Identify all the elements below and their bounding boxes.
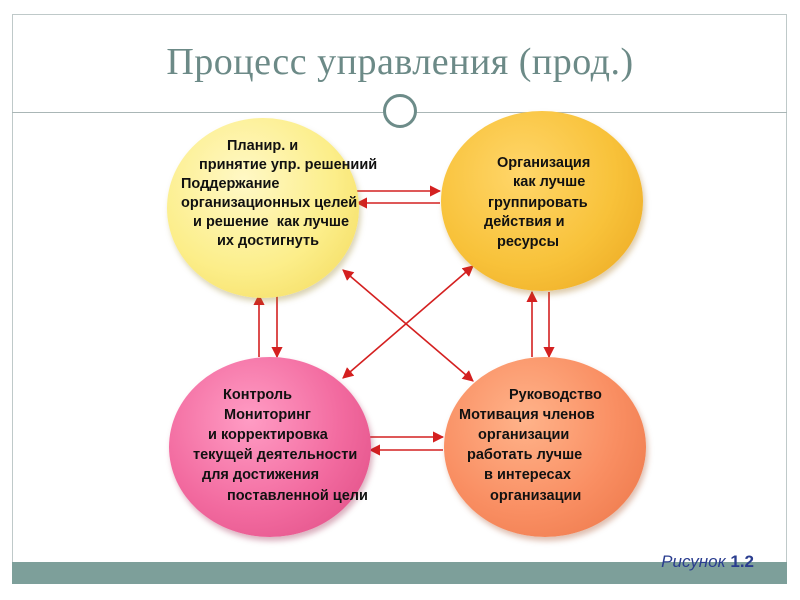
leading-line-1: Руководство — [509, 387, 602, 403]
planning-line-2: принятие упр. решениий — [199, 157, 378, 173]
controlling-line-2: Мониторинг — [224, 407, 311, 423]
planning-line-1: Планир. и — [227, 138, 299, 154]
planning-line-3: Поддержание — [181, 176, 280, 192]
organizing-line-3: группировать — [488, 195, 588, 211]
circle-leading — [444, 357, 646, 537]
arrow-diagonal-org-ctrl — [342, 265, 474, 379]
leading-line-5: в интересах — [484, 467, 571, 483]
organizing-line-2: как лучше — [513, 174, 586, 190]
figure-number: 1.2 — [730, 552, 754, 571]
organizing-line-5: ресурсы — [497, 234, 559, 250]
leading-line-4: работать лучше — [467, 447, 583, 463]
planning-line-6: их достигнуть — [217, 233, 320, 249]
controlling-line-5: для достижения — [202, 467, 320, 483]
controlling-line-1: Контроль — [223, 387, 293, 403]
slide-frame-right — [786, 14, 787, 562]
controlling-line-3: и корректировка — [208, 427, 328, 443]
organizing-line-1: Организация — [497, 155, 591, 171]
figure-caption: Рисунок 1.2 — [661, 552, 754, 572]
slide-frame-top — [12, 14, 787, 15]
circle-organizing — [441, 111, 643, 291]
controlling-line-6: поставленной цели — [227, 488, 368, 504]
leading-line-6: организации — [490, 488, 582, 504]
ring-icon — [383, 94, 417, 128]
leading-line-3: организации — [478, 427, 570, 443]
figure-label-text: Рисунок — [661, 552, 726, 571]
arrow-diagonal-plan-lead — [342, 269, 474, 382]
slide-frame-left — [12, 14, 13, 562]
planning-line-5: и решение как лучше — [193, 214, 350, 230]
circle-planning — [167, 118, 359, 298]
circle-controlling — [169, 357, 371, 537]
bottom-band — [12, 562, 787, 584]
organizing-line-4: действия и — [484, 214, 565, 230]
controlling-line-4: текущей деятельности — [193, 447, 358, 463]
slide-title: Процесс управления (прод.) — [166, 41, 634, 83]
planning-line-4: организационных целей — [181, 195, 358, 211]
leading-line-2: Мотивация членов — [459, 407, 595, 423]
